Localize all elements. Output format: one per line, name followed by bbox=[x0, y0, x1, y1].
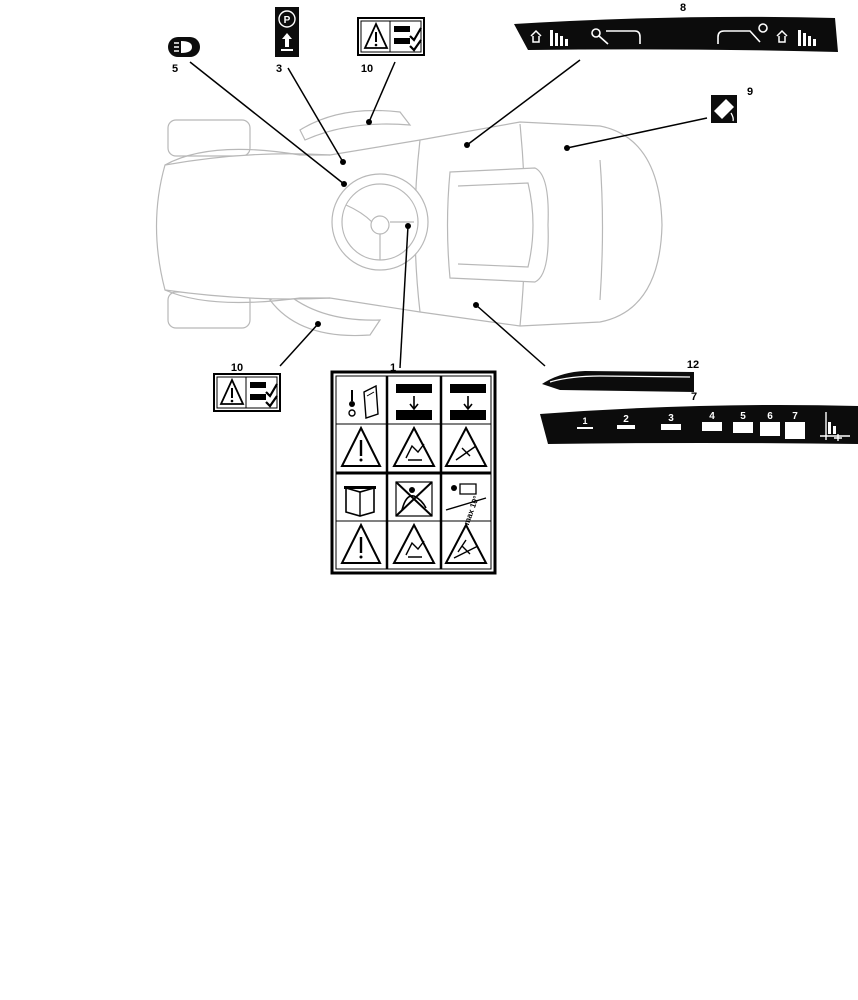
decal-5-headlight bbox=[168, 37, 200, 57]
callout-labels: 5 3 10 8 9 10 1 12 7 bbox=[172, 2, 753, 403]
steering-spokes bbox=[345, 204, 414, 260]
lever-left-icon bbox=[591, 28, 641, 45]
rider-seat-icon bbox=[450, 384, 486, 420]
warning-triangle-icon bbox=[363, 21, 389, 49]
decal-10-left-warning bbox=[213, 373, 281, 412]
scale-number-5: 5 bbox=[740, 411, 746, 422]
warning-triangle-icon bbox=[340, 425, 382, 467]
callout-5: 5 bbox=[172, 63, 178, 75]
decal-8-strip bbox=[514, 16, 838, 52]
front-wheel-bottom bbox=[269, 291, 382, 337]
svg-text:P: P bbox=[284, 15, 291, 26]
leader-12 bbox=[475, 304, 546, 367]
key-ignition-icon bbox=[348, 384, 379, 419]
decal-7-height-scale: 1 2 3 4 5 6 7 bbox=[540, 405, 858, 444]
front-wheel-top bbox=[299, 109, 412, 141]
scale-number-3: 3 bbox=[668, 413, 674, 424]
scale-number-4: 4 bbox=[709, 411, 715, 422]
seat bbox=[446, 167, 549, 283]
scale-number-1: 1 bbox=[582, 416, 587, 426]
point-1 bbox=[405, 223, 411, 229]
rear-wheel-top bbox=[167, 119, 251, 157]
leader-10-left bbox=[279, 323, 319, 367]
height-scale-numbers: 1 2 3 4 5 6 7 bbox=[582, 411, 798, 426]
height-bars-icon bbox=[550, 30, 568, 46]
warning-triangle-icon bbox=[219, 377, 245, 405]
point-3 bbox=[340, 159, 346, 165]
grille-line bbox=[599, 159, 604, 301]
point-10-left bbox=[315, 321, 321, 327]
callout-8: 8 bbox=[680, 2, 686, 14]
callout-7: 7 bbox=[691, 391, 697, 403]
no-passenger-icon bbox=[395, 481, 433, 517]
battery-check-icon bbox=[394, 26, 422, 52]
book-icon bbox=[344, 486, 376, 517]
leader-1 bbox=[399, 225, 409, 369]
rollover-hazard-icon bbox=[444, 522, 488, 564]
rear-fender-bottom bbox=[164, 289, 330, 304]
blade-hazard-icon bbox=[392, 425, 436, 467]
callout-9: 9 bbox=[747, 86, 753, 98]
height-bars-icon bbox=[798, 30, 816, 46]
decal-9 bbox=[711, 95, 737, 123]
leader-9 bbox=[566, 117, 708, 149]
leader-5 bbox=[189, 61, 345, 185]
callout-12: 12 bbox=[687, 359, 699, 371]
decal-1-safety-panel: max 10° bbox=[330, 370, 497, 575]
decal-12-stripe bbox=[542, 371, 694, 392]
point-12 bbox=[473, 302, 479, 308]
battery-check-icon bbox=[250, 382, 278, 408]
seat-cushion bbox=[457, 182, 534, 268]
height-scale-bars bbox=[577, 422, 805, 439]
leader-8 bbox=[466, 59, 581, 146]
engage-icon bbox=[776, 29, 788, 43]
callout-3: 3 bbox=[276, 63, 282, 75]
callout-10-left: 10 bbox=[231, 362, 243, 374]
leader-10-top bbox=[368, 61, 396, 123]
rear-fender-top bbox=[164, 148, 330, 166]
point-9 bbox=[564, 145, 570, 151]
point-8 bbox=[464, 142, 470, 148]
scale-number-7: 7 bbox=[792, 411, 798, 422]
engage-icon bbox=[530, 29, 542, 43]
tip-hazard-icon bbox=[444, 425, 488, 467]
callout-10-top: 10 bbox=[361, 63, 373, 75]
lever-right-icon bbox=[717, 23, 768, 44]
leader-lines bbox=[189, 59, 708, 369]
decal-3-parking-brake: P bbox=[275, 7, 299, 57]
rider-seat-icon bbox=[396, 384, 432, 420]
parking-brake-icon: P bbox=[278, 10, 296, 51]
scale-number-6: 6 bbox=[767, 411, 773, 422]
headlight-icon bbox=[174, 41, 192, 53]
blade-hazard-icon bbox=[392, 522, 436, 564]
scale-number-2: 2 bbox=[623, 414, 629, 425]
steering-hub bbox=[370, 215, 390, 235]
warning-triangle-icon bbox=[340, 522, 382, 564]
callout-1: 1 bbox=[390, 362, 396, 374]
point-10-top bbox=[366, 119, 372, 125]
decal-10-top-warning bbox=[357, 17, 425, 56]
leader-3 bbox=[287, 67, 344, 163]
point-5 bbox=[341, 181, 347, 187]
cut-height-icon bbox=[820, 412, 850, 441]
fuel-can-icon bbox=[714, 99, 734, 122]
